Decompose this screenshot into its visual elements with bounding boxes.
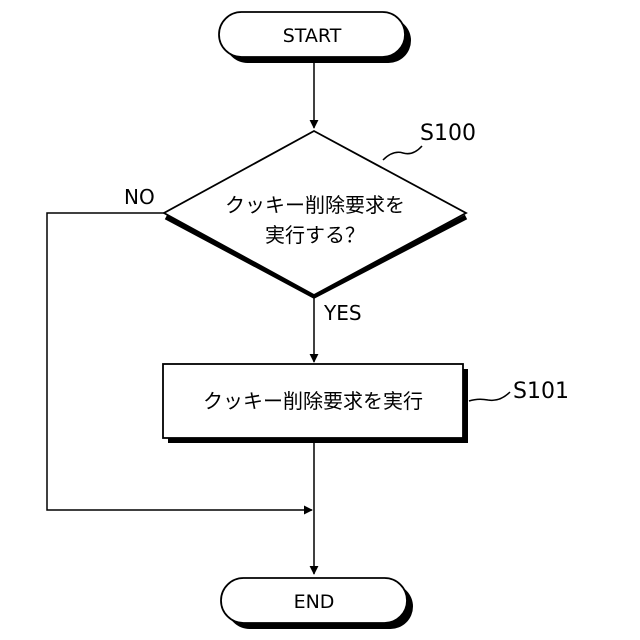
no-label: NO [124, 185, 155, 209]
end-terminal: END [221, 578, 413, 629]
start-terminal: START [219, 12, 411, 63]
process-text: クッキー削除要求を実行 [203, 389, 423, 413]
decision-text-line1: クッキー削除要求を [225, 193, 405, 217]
decision-text-line2: 実行する？ [265, 223, 365, 247]
start-label: START [283, 25, 342, 47]
s100-ref-label: S100 [420, 121, 476, 146]
s101-ref-label: S101 [513, 379, 569, 404]
yes-label: YES [323, 301, 362, 325]
s101-leader-line [469, 392, 510, 401]
decision-diamond: クッキー削除要求を 実行する？ [164, 131, 466, 296]
s100-leader-line [383, 146, 422, 160]
end-label: END [294, 591, 335, 613]
process-box: クッキー削除要求を実行 [163, 364, 468, 443]
